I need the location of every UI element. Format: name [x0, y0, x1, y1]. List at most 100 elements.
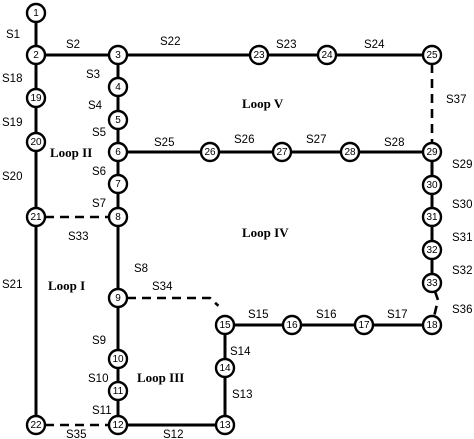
- bus-node-number: 22: [30, 420, 42, 431]
- bus-node-circle: [214, 314, 236, 336]
- bus-node-circle: [25, 44, 47, 66]
- bus-node-26: 26: [199, 141, 221, 163]
- bus-node-number: 4: [115, 82, 121, 93]
- bus-node-13: 13: [214, 414, 236, 436]
- bus-node-7: 7: [107, 173, 129, 195]
- bus-node-12: 12: [107, 414, 129, 436]
- bus-node-number: 28: [344, 147, 356, 158]
- section-label-s23: S23: [276, 39, 296, 51]
- bus-node-18: 18: [421, 314, 443, 336]
- bus-node-number: 8: [115, 212, 121, 223]
- bus-node-number: 21: [30, 212, 42, 223]
- section-label-s27: S27: [306, 134, 326, 146]
- bus-node-circle: [25, 414, 47, 436]
- section-label-s7: S7: [92, 198, 106, 210]
- tie-switch-line-s34: [127, 296, 220, 307]
- bus-node-number: 7: [115, 179, 121, 190]
- bus-node-21: 21: [25, 206, 47, 228]
- bus-node-circle: [339, 141, 361, 163]
- bus-node-circle: [421, 174, 443, 196]
- section-label-s26: S26: [234, 134, 254, 146]
- section-label-s21: S21: [2, 279, 22, 291]
- bus-node-circle: [214, 357, 236, 379]
- section-label-s35: S35: [66, 429, 86, 439]
- bus-node-number: 3: [115, 50, 121, 61]
- bus-node-16: 16: [281, 314, 303, 336]
- bus-node-8: 8: [107, 206, 129, 228]
- bus-node-4: 4: [107, 76, 129, 98]
- bus-node-15: 15: [214, 314, 236, 336]
- bus-node-30: 30: [421, 174, 443, 196]
- bus-node-1: 1: [25, 2, 47, 24]
- section-label-s33: S33: [68, 231, 88, 243]
- section-label-s9: S9: [92, 335, 106, 347]
- bus-node-circle: [107, 141, 129, 163]
- bus-node-11: 11: [107, 380, 129, 402]
- bus-node-29: 29: [421, 141, 443, 163]
- bus-node-circle: [25, 87, 47, 109]
- bus-node-number: 10: [112, 354, 124, 365]
- loop-label-v: Loop V: [242, 96, 284, 111]
- section-label-s34: S34: [152, 281, 173, 293]
- bus-node-circle: [271, 141, 293, 163]
- section-label-s3: S3: [86, 69, 100, 81]
- bus-node-23: 23: [248, 44, 270, 66]
- bus-node-number: 32: [426, 245, 438, 256]
- bus-node-number: 30: [426, 180, 438, 191]
- bus-node-circle: [421, 44, 443, 66]
- bus-node-circle: [107, 173, 129, 195]
- bus-node-circle: [353, 314, 375, 336]
- bus-node-circle: [107, 109, 129, 131]
- bus-node-31: 31: [421, 206, 443, 228]
- section-label-s5: S5: [92, 127, 106, 139]
- bus-node-number: 27: [276, 147, 288, 158]
- section-label-s4: S4: [88, 100, 103, 112]
- loop-label-i: Loop I: [48, 278, 85, 293]
- bus-node-number: 13: [219, 420, 231, 431]
- section-label-s20: S20: [2, 171, 22, 183]
- bus-node-number: 20: [30, 137, 42, 148]
- bus-node-number: 9: [115, 293, 121, 304]
- bus-node-number: 1: [33, 8, 39, 19]
- bus-node-number: 23: [253, 50, 265, 61]
- bus-node-number: 14: [219, 363, 231, 374]
- bus-node-circle: [107, 206, 129, 228]
- bus-node-number: 33: [426, 278, 438, 289]
- bus-node-circle: [421, 314, 443, 336]
- bus-node-10: 10: [107, 348, 129, 370]
- bus-node-circle: [214, 414, 236, 436]
- bus-node-33: 33: [421, 272, 443, 294]
- bus-node-20: 20: [25, 131, 47, 153]
- section-label-s18: S18: [2, 73, 22, 85]
- section-label-s32: S32: [452, 265, 472, 277]
- bus-node-number: 29: [426, 147, 438, 158]
- bus-node-24: 24: [316, 44, 338, 66]
- bus-node-number: 24: [321, 50, 333, 61]
- bus-node-27: 27: [271, 141, 293, 163]
- bus-node-2: 2: [25, 44, 47, 66]
- section-label-s2: S2: [66, 39, 80, 51]
- bus-node-number: 12: [112, 420, 124, 431]
- bus-node-circle: [107, 380, 129, 402]
- bus-node-14: 14: [214, 357, 236, 379]
- section-label-s37: S37: [446, 94, 466, 106]
- section-label-s1: S1: [6, 29, 20, 41]
- bus-node-circle: [107, 414, 129, 436]
- bus-node-17: 17: [353, 314, 375, 336]
- bus-node-circle: [421, 141, 443, 163]
- section-label-s8: S8: [134, 263, 148, 275]
- bus-node-number: 5: [115, 115, 121, 126]
- bus-node-circle: [281, 314, 303, 336]
- bus-node-circle: [25, 2, 47, 24]
- bus-node-circle: [25, 206, 47, 228]
- section-label-s31: S31: [452, 232, 472, 244]
- bus-node-9: 9: [107, 287, 129, 309]
- bus-node-22: 22: [25, 414, 47, 436]
- section-label-s12: S12: [163, 429, 183, 439]
- section-label-s13: S13: [232, 389, 252, 401]
- section-label-s11: S11: [92, 405, 112, 417]
- section-label-s36: S36: [452, 304, 472, 316]
